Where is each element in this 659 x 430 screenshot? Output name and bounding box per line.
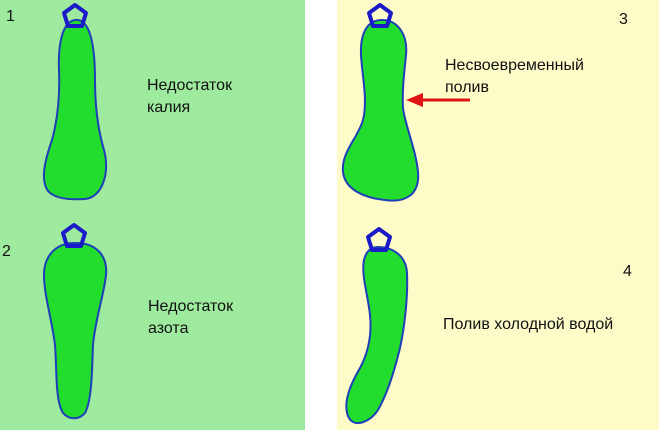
cucumber-shape-1 (42, 18, 108, 201)
caption-3-line-1: Несвоевременный (445, 57, 584, 74)
calyx-icon-2 (61, 223, 87, 248)
calyx-icon-3 (367, 3, 393, 28)
caption-1-line-1: Недостаток (147, 77, 233, 94)
panel-number-3: 3 (619, 11, 628, 28)
panel-number-2: 2 (2, 243, 11, 260)
caption-3-line-2: полив (445, 79, 489, 96)
fruit-4 (345, 227, 409, 425)
fruit-1 (42, 3, 108, 201)
caption-3: Несвоевременный полив (445, 55, 584, 99)
calyx-icon-1 (62, 3, 88, 28)
fruit-2 (42, 223, 108, 420)
caption-4-line-1: Полив холодной водой (443, 316, 614, 333)
cucumber-shape-3 (341, 18, 420, 202)
cucumber-shape-2 (42, 241, 108, 420)
fruit-3 (341, 3, 420, 202)
caption-2-line-2: азота (148, 320, 189, 337)
calyx-icon-4 (366, 227, 392, 252)
caption-2: Недостаток азота (148, 296, 233, 340)
left-panel-background (0, 0, 305, 430)
panel-number-1: 1 (6, 8, 15, 25)
caption-2-line-1: Недостаток (148, 298, 234, 315)
panel-number-4: 4 (623, 263, 632, 280)
caption-1: Недостаток калия (147, 75, 232, 119)
cucumber-shape-4 (345, 245, 409, 425)
caption-1-line-2: калия (147, 99, 191, 116)
caption-4: Полив холодной водой (443, 314, 613, 336)
arrow-icon (406, 93, 470, 107)
